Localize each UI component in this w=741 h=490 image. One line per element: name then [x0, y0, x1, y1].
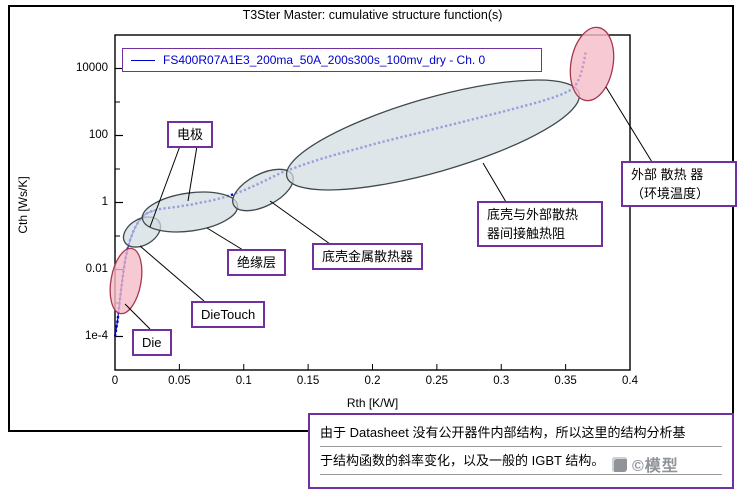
watermark-logo-icon [612, 456, 627, 472]
x-tick-label: 0.4 [622, 375, 638, 387]
y-tick-label: 0.01 [85, 262, 108, 275]
annotation-base-heatsink-label: 底壳金属散热器 [312, 243, 424, 270]
chart-title: T3Ster Master: cumulative structure func… [242, 8, 503, 22]
watermark: ©模型 [612, 452, 679, 476]
y-tick-label: 1e-4 [84, 329, 108, 342]
y-tick-label: 10000 [76, 61, 108, 74]
y-axis-label: Cth [Ws/K] [16, 176, 30, 234]
annotation-dietouch-label: DieTouch [191, 301, 266, 328]
annotation-electrode-label: 电极 [167, 121, 214, 148]
x-tick-label: 0.05 [168, 375, 191, 387]
x-tick-label: 0.15 [296, 375, 320, 387]
note-line-1: 由于 Datasheet 没有公开器件内部结构，所以这里的结构分析基 [320, 419, 722, 447]
legend-line-sample-icon [131, 59, 155, 61]
legend-series-label: FS400R07A1E3_200ma_50A_200s300s_100mv_dr… [163, 53, 486, 67]
annotation-contact-resistance-label: 底壳与外部散热 器间接触热阻 [477, 201, 603, 247]
watermark-text: ©模型 [632, 458, 679, 475]
annotation-die-label: Die [132, 329, 172, 356]
annotation-external-heatsink-label: 外部 散热 器 （环境温度） [621, 161, 737, 207]
x-axis-label: Rth [K/W] [346, 396, 399, 410]
x-tick-label: 0.3 [493, 375, 510, 387]
x-tick-label: 0.25 [425, 375, 449, 387]
note-line-2: 于结构函数的斜率变化，以及一般的 IGBT 结构。 [320, 447, 722, 475]
y-tick-label: 1 [101, 195, 108, 208]
x-tick-label: 0.35 [554, 375, 577, 387]
y-tick-label: 100 [88, 128, 108, 141]
x-tick-label: 0.2 [364, 375, 381, 387]
legend: FS400R07A1E3_200ma_50A_200s300s_100mv_dr… [122, 48, 542, 72]
annotation-insulation-label: 绝缘层 [227, 249, 287, 276]
x-tick-label: 0.1 [235, 375, 252, 387]
analysis-note: 由于 Datasheet 没有公开器件内部结构，所以这里的结构分析基 于结构函数… [308, 413, 734, 489]
x-tick-label: 0 [111, 375, 119, 387]
